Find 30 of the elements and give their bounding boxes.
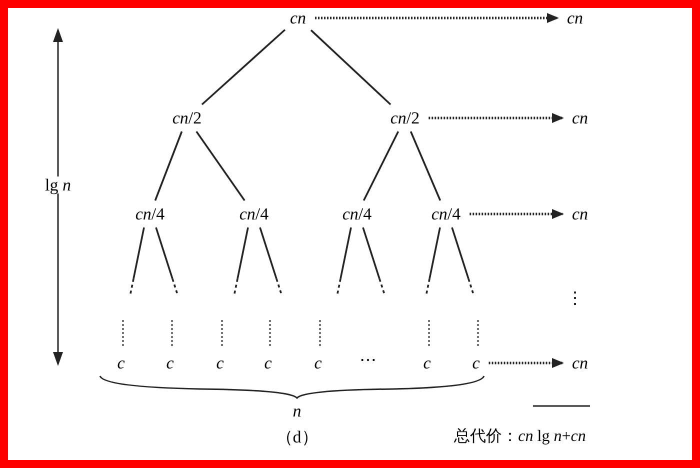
tree-branch (201, 29, 286, 106)
term-label: c (263, 354, 273, 372)
term-label: cn/4 (430, 204, 462, 224)
tree-branch (410, 131, 442, 201)
dimension-label: lg n (45, 176, 71, 194)
term-label: cn/2 (389, 108, 421, 128)
term-label: cn/4 (238, 204, 270, 224)
tree-branch (196, 130, 246, 202)
term-label: cn/4 (134, 204, 166, 224)
term-label: cn/4 (341, 204, 373, 224)
term-label: c (313, 354, 323, 372)
dotted-arrow (315, 13, 559, 23)
term-label: cn (570, 354, 590, 372)
total-cost-text: 总代价：cn lg n+cn (454, 429, 586, 445)
term-label: cn (570, 108, 590, 128)
term-label: c (116, 354, 126, 372)
term-label: cn (566, 8, 584, 28)
tree-branch (362, 131, 400, 201)
term-label: c (471, 354, 481, 372)
term-label: c (165, 354, 175, 372)
term-label: c (215, 354, 225, 372)
dotted-arrow (488, 358, 564, 368)
term-label: cn (288, 8, 308, 28)
dotted-arrow (428, 113, 564, 123)
dotted-arrow (470, 209, 564, 219)
tree-branch (154, 131, 183, 201)
term-label: cn (570, 204, 590, 224)
term-label: cn/2 (171, 108, 203, 128)
term-label: c (422, 354, 432, 372)
tree-branch (310, 30, 392, 106)
